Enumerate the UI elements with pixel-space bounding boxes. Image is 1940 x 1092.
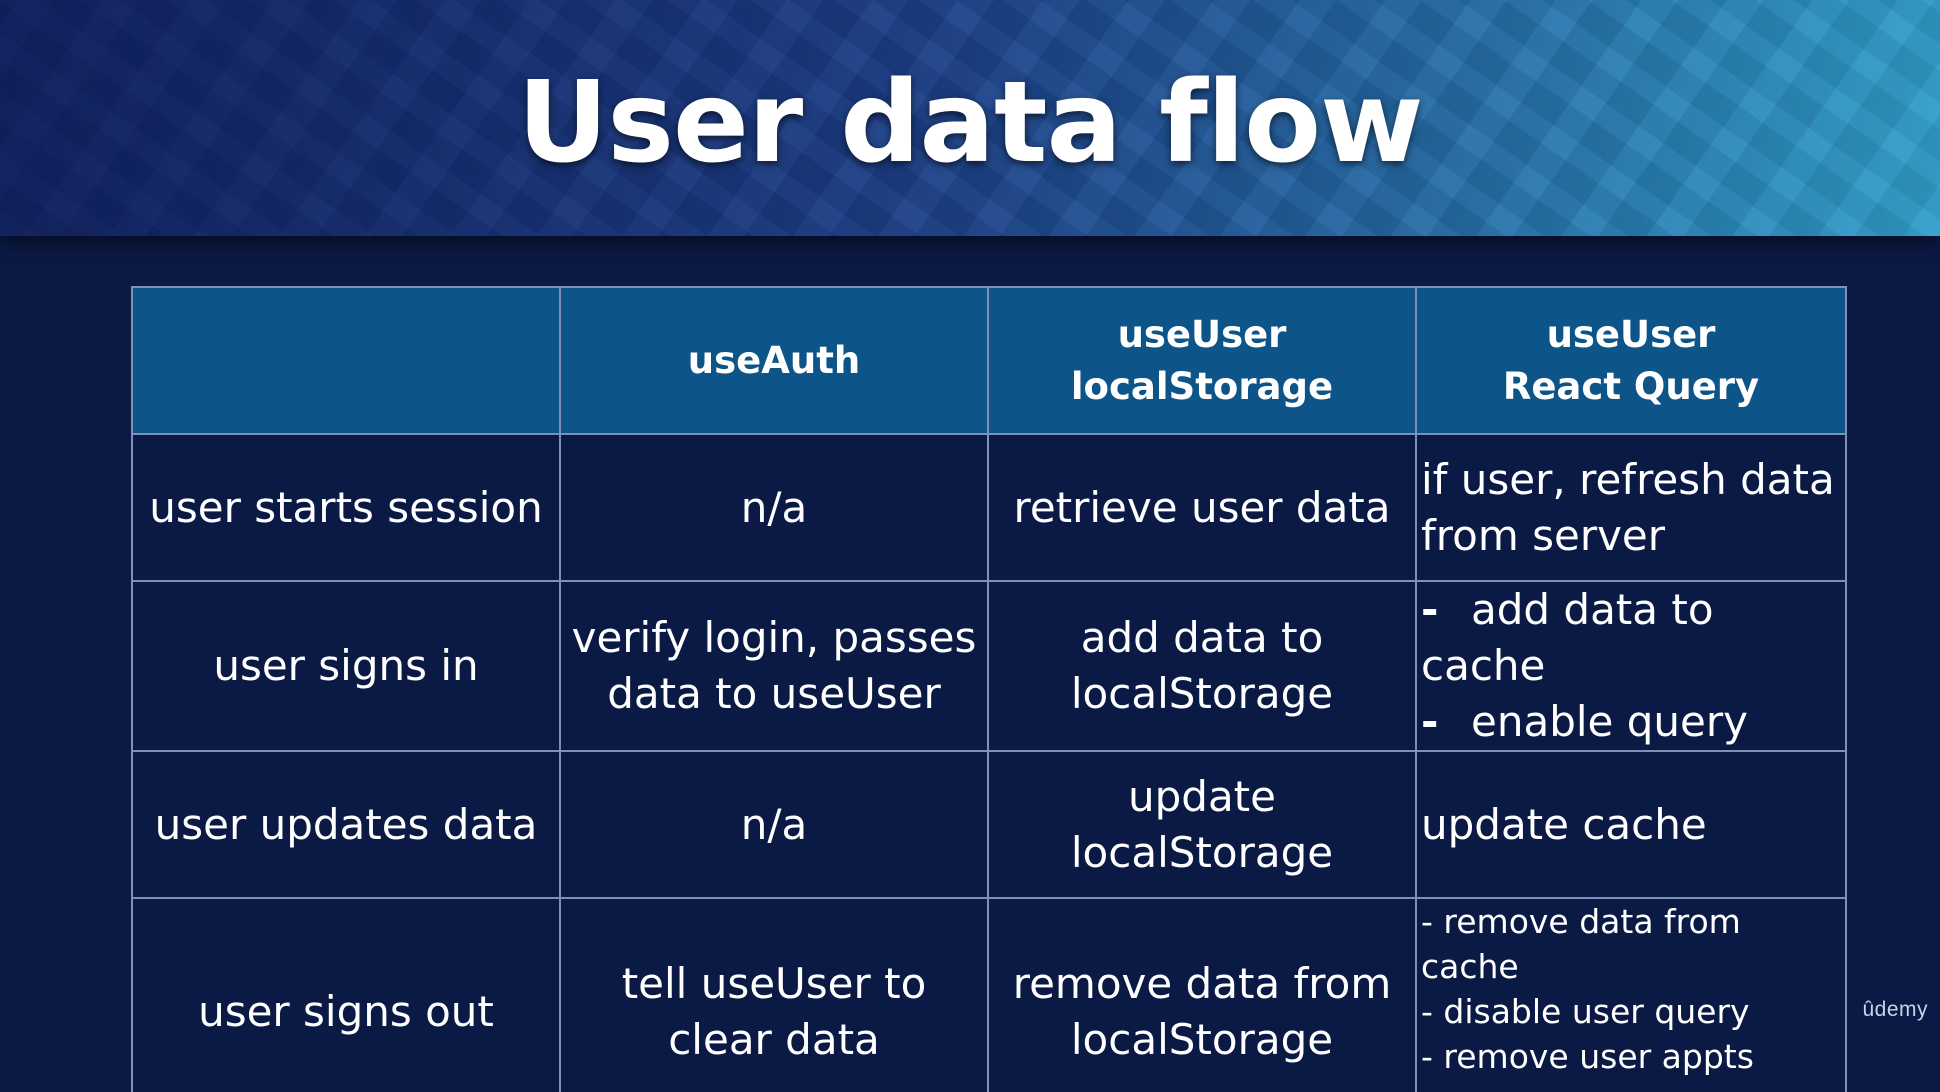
list-item: disable user query [1421,989,1839,1034]
title-banner [0,0,1940,236]
row-event: user updates data [131,750,561,899]
react-query-list: remove data from cache disable user quer… [1421,899,1839,1092]
cell-localstorage: retrieve user data [987,433,1417,582]
list-item: remove user appts query [1421,1034,1839,1092]
user-data-flow-table: useAuth useUser localStorage useUser Rea… [131,286,1847,1092]
cell-useauth: n/a [559,433,989,582]
table-row: user updates data n/a update localStorag… [131,750,1847,899]
slide-title: User data flow [517,58,1423,188]
table-row: user signs in verify login, passes data … [131,580,1847,752]
cell-react-query: if user, refresh data from server [1415,433,1847,582]
udemy-watermark: ûdemy [1862,998,1928,1021]
header-useauth: useAuth [559,286,989,435]
cell-react-query: update cache [1415,750,1847,899]
row-event: user signs in [131,580,561,752]
cell-useauth: tell useUser to clear data [559,897,989,1092]
list-item: add data to cache [1421,582,1839,694]
cell-react-query: remove data from cache disable user quer… [1415,897,1847,1092]
list-item: remove data from cache [1421,899,1839,989]
row-event: user signs out [131,897,561,1092]
cell-localstorage: update localStorage [987,750,1417,899]
react-query-list: add data to cache enable query [1421,582,1839,750]
table-header-row: useAuth useUser localStorage useUser Rea… [131,286,1847,435]
row-event: user starts session [131,433,561,582]
cell-localstorage: remove data from localStorage [987,897,1417,1092]
cell-localstorage: add data to localStorage [987,580,1417,752]
header-empty [131,286,561,435]
table-row: user signs out tell useUser to clear dat… [131,897,1847,1092]
cell-useauth: verify login, passes data to useUser [559,580,989,752]
cell-useauth: n/a [559,750,989,899]
list-item: enable query [1421,694,1839,750]
cell-react-query: add data to cache enable query [1415,580,1847,752]
header-useuser-react-query: useUser React Query [1415,286,1847,435]
table-row: user starts session n/a retrieve user da… [131,433,1847,582]
header-useuser-localstorage: useUser localStorage [987,286,1417,435]
